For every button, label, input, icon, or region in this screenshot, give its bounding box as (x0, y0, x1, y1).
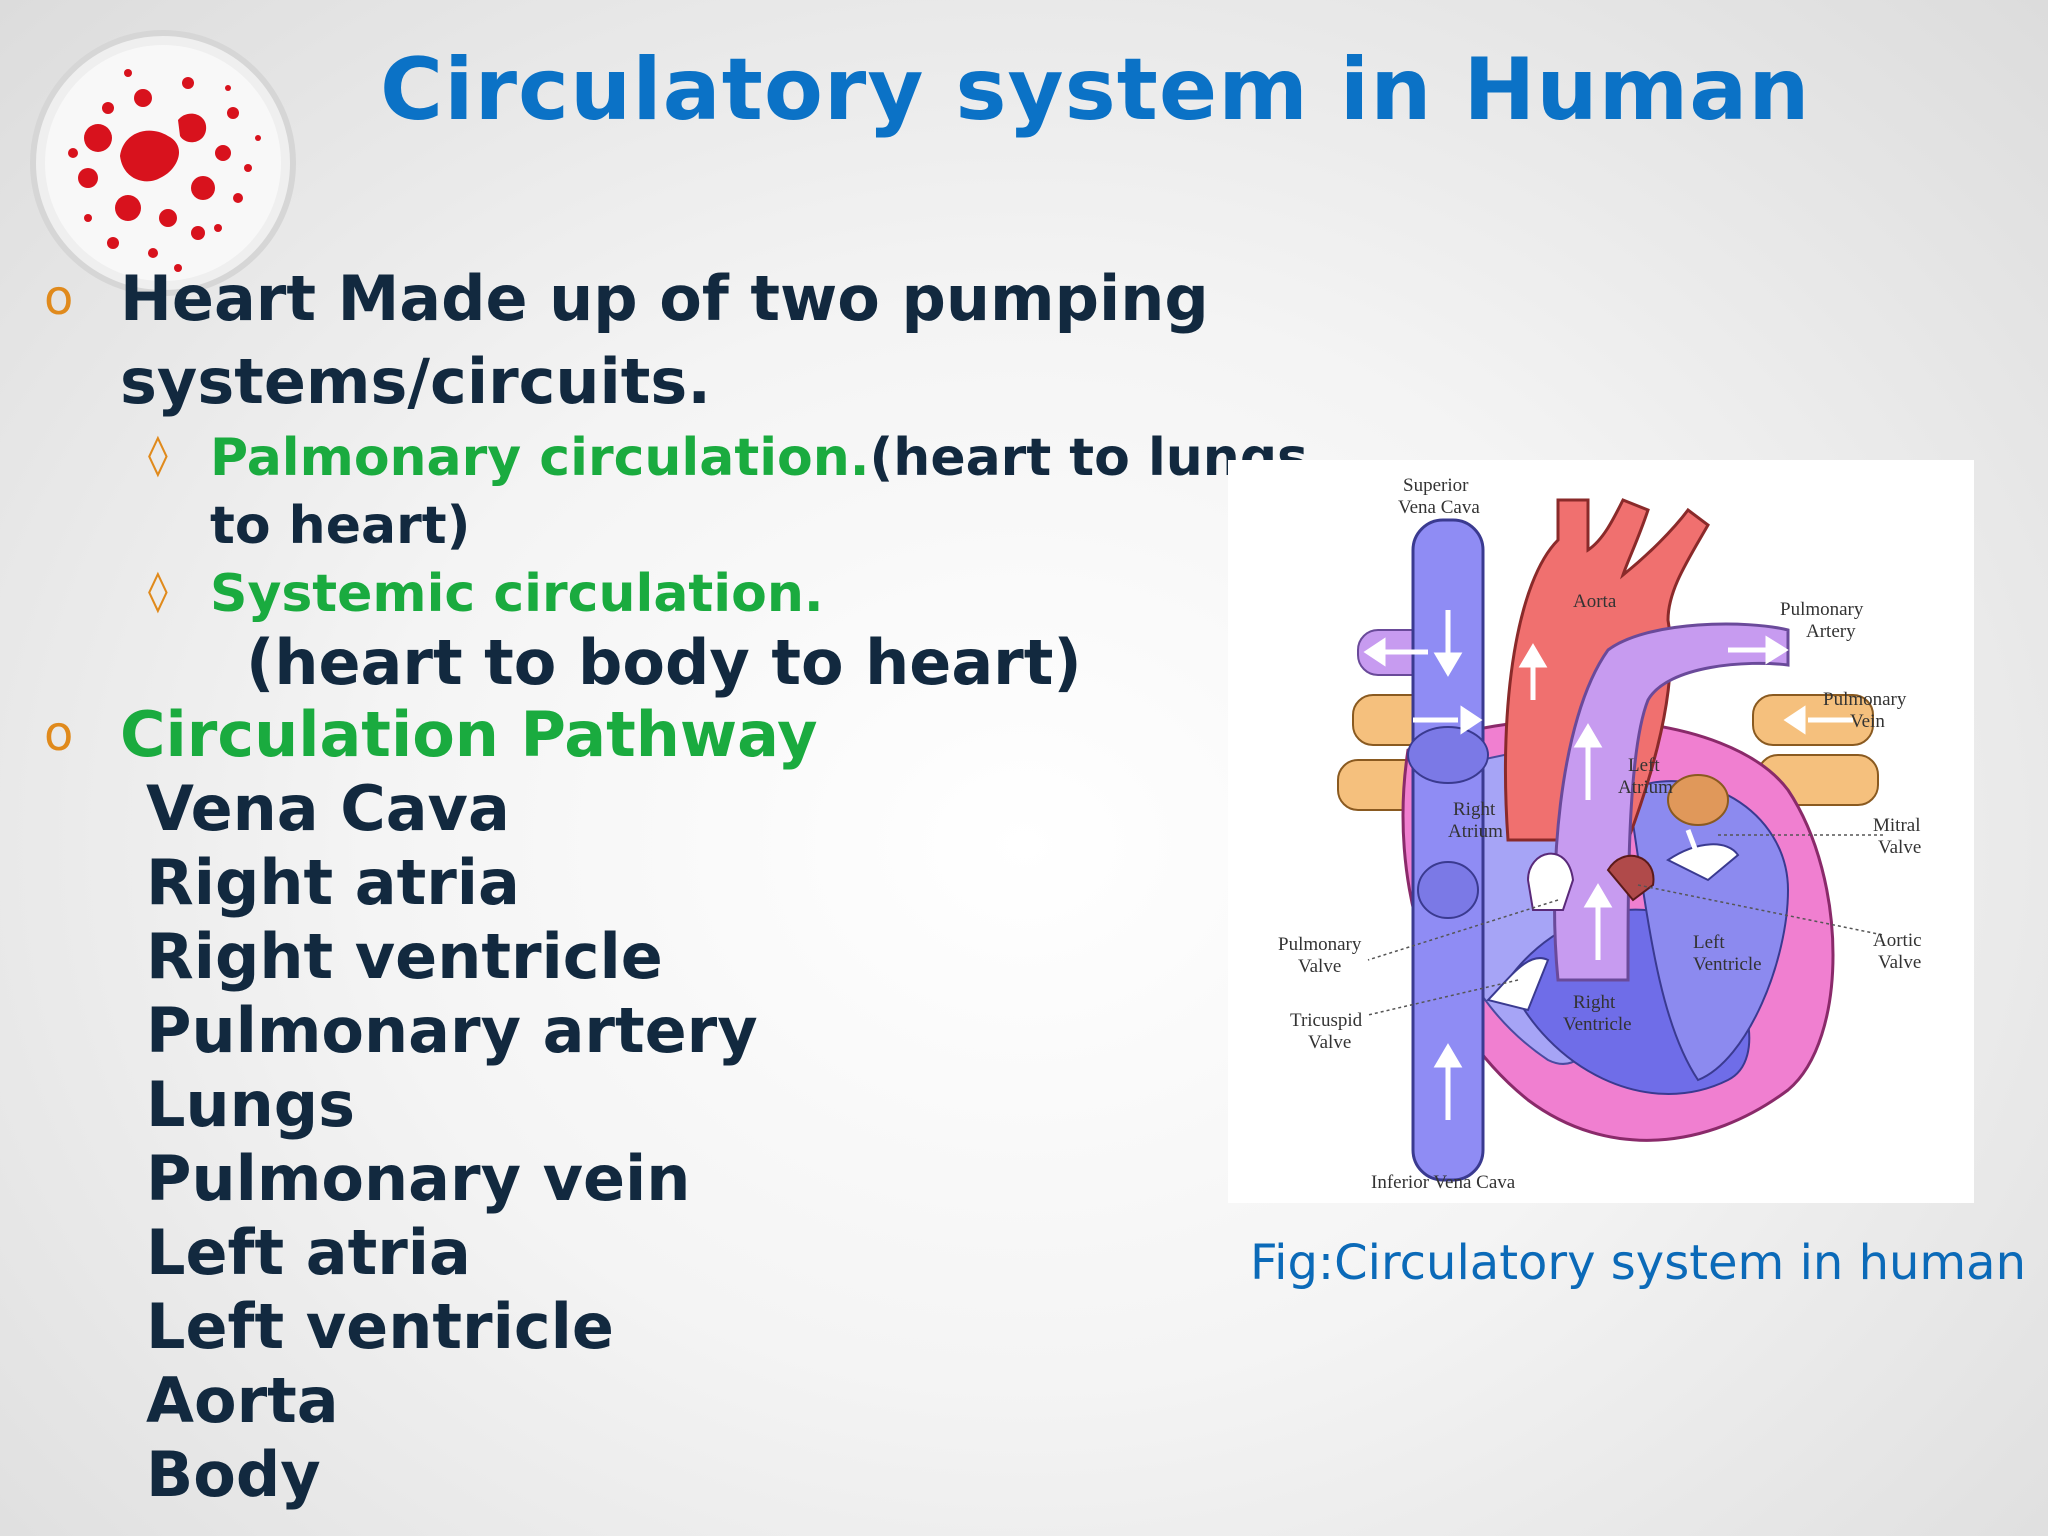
label-left-atrium: Atrium (1618, 777, 1673, 798)
bullet-marker: o (44, 706, 74, 762)
slide-title: Circulatory system in Human (380, 40, 1811, 140)
label-mitral-valve: Mitral (1873, 815, 1921, 836)
label-pulmonary-valve: Pulmonary (1278, 934, 1362, 955)
label-aortic-valve: Valve (1878, 952, 1921, 973)
heart-bullet-line1: Heart Made up of two pumping (120, 262, 1209, 335)
systemic-circulation-desc: (heart to body to heart) (246, 626, 1082, 699)
pulmonary-circulation-line1: Palmonary circulation.(heart to lungs (210, 428, 1308, 488)
label-superior-vena-cava: Superior (1403, 475, 1469, 496)
label-left-ventricle: Left (1693, 932, 1725, 953)
label-pulmonary-valve: Valve (1298, 956, 1341, 977)
label-pulmonary-artery: Artery (1806, 621, 1856, 642)
mitral-valve-shape (1666, 843, 1740, 882)
aortic-valve-shape (1606, 854, 1655, 902)
label-tricuspid-valve: Valve (1308, 1032, 1351, 1053)
pathway-item: Lungs (146, 1068, 356, 1141)
pathway-item: Aorta (146, 1364, 339, 1437)
bullet-marker: o (44, 270, 74, 326)
sub-bullet-marker: ◊ (148, 432, 168, 478)
label-right-ventricle: Right (1573, 992, 1616, 1013)
pathway-item: Right atria (146, 846, 520, 919)
label-left-ventricle: Ventricle (1693, 954, 1762, 975)
pulmonary-vein-opening (1667, 774, 1729, 826)
pulmonary-artery (1553, 622, 1790, 982)
figure-caption: Fig:Circulatory system in human (1250, 1235, 2027, 1291)
label-aortic-valve: Aortic (1873, 930, 1922, 951)
pathway-item: Left atria (146, 1216, 471, 1289)
label-right-atrium: Right (1453, 799, 1496, 820)
label-inferior-vena-cava: Inferior Vena Cava (1371, 1172, 1516, 1193)
label-right-atrium: Atrium (1448, 821, 1503, 842)
label-pulmonary-vein: Vein (1850, 711, 1885, 732)
pulmonary-circulation-line2: to heart) (210, 496, 471, 556)
pathway-item: Body (146, 1438, 321, 1511)
pathway-item: Pulmonary vein (146, 1142, 691, 1215)
flow-arrows (1363, 610, 1853, 1120)
heart-diagram: Superior Vena Cava Aorta Pulmonary Arter… (1228, 460, 1974, 1203)
pathway-item: Pulmonary artery (146, 994, 758, 1067)
label-aorta: Aorta (1573, 591, 1617, 612)
heart-bullet-line2: systems/circuits. (120, 345, 711, 418)
tricuspid-valve-shape (1486, 957, 1550, 1012)
label-right-ventricle: Ventricle (1563, 1014, 1632, 1035)
label-tricuspid-valve: Tricuspid (1290, 1010, 1363, 1031)
pathway-item: Right ventricle (146, 920, 663, 993)
label-pulmonary-artery: Pulmonary (1780, 599, 1864, 620)
label-leader-lines (1367, 834, 1884, 1016)
label-pulmonary-vein: Pulmonary (1823, 689, 1907, 710)
label-left-atrium: Left (1628, 755, 1660, 776)
pathway-item: Vena Cava (146, 772, 510, 845)
vena-cava-opening-upper (1407, 726, 1489, 784)
systemic-circulation-term: Systemic circulation. (210, 564, 824, 624)
sub-bullet-marker: ◊ (148, 568, 168, 614)
label-superior-vena-cava: Vena Cava (1398, 497, 1480, 518)
heart-diagram-svg: Superior Vena Cava Aorta Pulmonary Arter… (1278, 475, 1922, 1193)
label-mitral-valve: Valve (1878, 837, 1921, 858)
pathway-heading: Circulation Pathway (120, 698, 818, 771)
vena-cava (1411, 518, 1485, 1182)
pulmonary-circulation-term: Palmonary circulation. (210, 428, 870, 488)
left-ventricle (1626, 780, 1790, 1082)
pathway-item: Left ventricle (146, 1290, 614, 1363)
blood-drops-logo (30, 30, 296, 296)
vena-cava-opening-lower (1417, 861, 1479, 919)
pulmonary-valve-shape (1526, 852, 1575, 911)
